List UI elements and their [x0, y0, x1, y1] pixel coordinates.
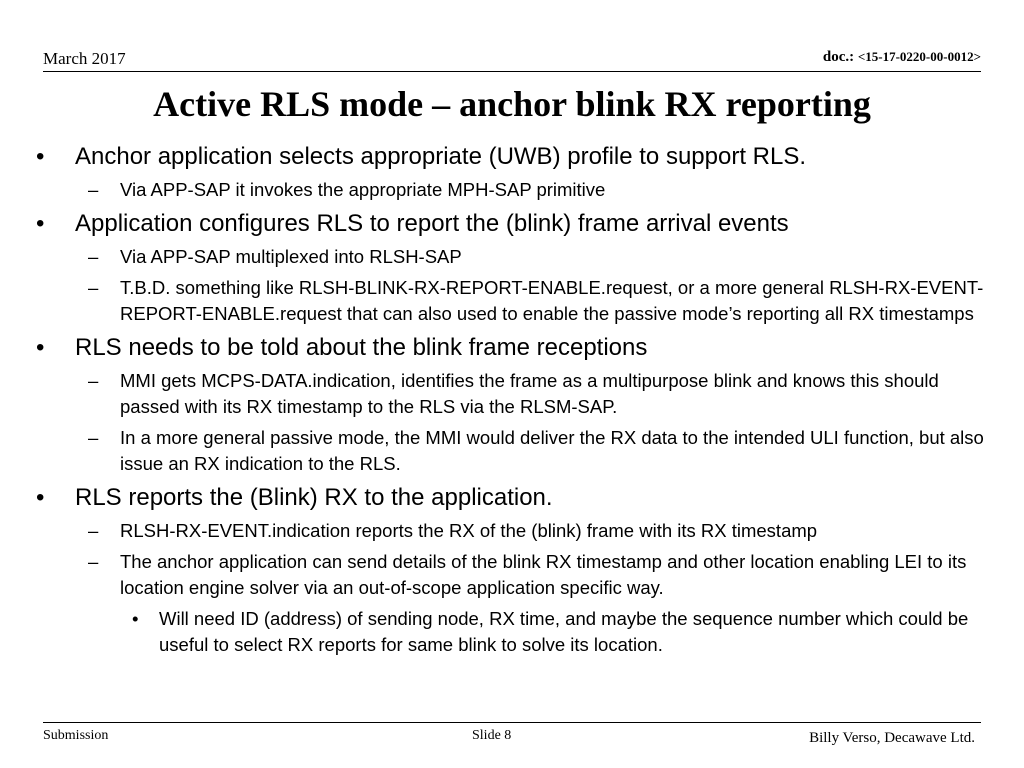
sub-bullet-item: –In a more general passive mode, the MMI… [0, 425, 1024, 477]
sub-bullet-item: –Via APP-SAP multiplexed into RLSH-SAP [0, 244, 1024, 270]
bullet-marker: • [132, 608, 139, 629]
header-date: March 2017 [43, 49, 126, 68]
dash-marker: – [88, 520, 99, 541]
slide-body: • Anchor application selects appropriate … [0, 136, 1024, 658]
header-doc-id: doc.: <15-17-0220-00-0012> [823, 49, 981, 66]
bullet-marker: • [36, 484, 45, 511]
footer-divider [43, 722, 981, 723]
header-doc-number: <15-17-0220-00-0012> [857, 49, 981, 64]
sub-bullet-item: –RLSH-RX-EVENT.indication reports the RX… [0, 518, 1024, 544]
sub-bullet-text: T.B.D. something like RLSH-BLINK-RX-REPO… [120, 277, 984, 324]
sub-bullet-item: –T.B.D. something like RLSH-BLINK-RX-REP… [0, 275, 1024, 327]
sub-sub-bullet-text: Will need ID (address) of sending node, … [159, 608, 969, 655]
dash-marker: – [88, 277, 99, 298]
sub-bullet-text: Via APP-SAP multiplexed into RLSH-SAP [120, 246, 462, 267]
sub-bullet-item: –MMI gets MCPS-DATA.indication, identifi… [0, 368, 1024, 420]
sub-bullet-item: –Via APP-SAP it invokes the appropriate … [0, 177, 1024, 203]
bullet-marker: • [36, 143, 45, 170]
bullet-item: • RLS needs to be told about the blink fr… [0, 332, 1024, 363]
dash-marker: – [88, 427, 99, 448]
header-doc-prefix: doc.: [822, 49, 858, 65]
footer-slide-number: Slide 8 [472, 728, 512, 743]
bullet-marker: • [36, 210, 45, 237]
bullet-item: • Anchor application selects appropriate … [0, 141, 1024, 172]
dash-marker: – [88, 370, 99, 391]
footer-author: Billy Verso, Decawave Ltd. [809, 730, 975, 746]
header-divider [43, 71, 981, 72]
sub-bullet-text: In a more general passive mode, the MMI … [120, 427, 984, 474]
bullet-text: Application configures RLS to report the… [75, 210, 789, 237]
dash-marker: – [88, 179, 99, 200]
bullet-item: • Application configures RLS to report th… [0, 208, 1024, 239]
sub-bullet-text: Via APP-SAP it invokes the appropriate M… [120, 179, 606, 200]
dash-marker: – [88, 246, 99, 267]
bullet-text: Anchor application selects appropriate (… [75, 143, 807, 170]
sub-bullet-text: RLSH-RX-EVENT.indication reports the RX … [120, 520, 818, 541]
bullet-text: RLS needs to be told about the blink fra… [75, 334, 648, 361]
slide-title: Active RLS mode – anchor blink RX report… [153, 84, 871, 124]
bullet-marker: • [36, 334, 45, 361]
sub-bullet-text: The anchor application can send details … [120, 551, 967, 598]
sub-sub-bullet-item: • Will need ID (address) of sending node,… [0, 606, 1024, 658]
sub-bullet-item: –The anchor application can send details… [0, 549, 1024, 601]
bullet-item: • RLS reports the (Blink) RX to the appli… [0, 482, 1024, 513]
sub-bullet-text: MMI gets MCPS-DATA.indication, identifie… [120, 370, 939, 417]
footer-submission: Submission [43, 728, 109, 743]
dash-marker: – [88, 551, 99, 572]
bullet-text: RLS reports the (Blink) RX to the applic… [75, 484, 553, 511]
